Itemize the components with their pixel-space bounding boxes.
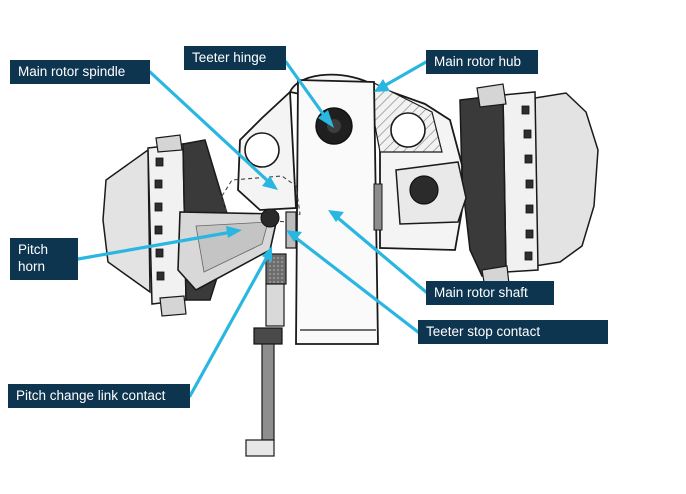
pitch-change-link xyxy=(245,253,287,457)
leader-lines xyxy=(76,60,428,398)
leader-teeter-hinge xyxy=(284,60,328,120)
arrow-main-rotor-spindle xyxy=(262,176,278,190)
label-teeter-stop-contact: Teeter stop contact xyxy=(418,320,608,344)
label-main-rotor-shaft: Main rotor shaft xyxy=(426,281,554,305)
leader-pitch-change-link-contact xyxy=(188,253,270,398)
leader-pitch-horn xyxy=(76,230,234,261)
arrow-teeter-stop-contact xyxy=(286,230,302,242)
arrow-pitch-change-link-contact xyxy=(262,246,272,262)
label-teeter-hinge: Teeter hinge xyxy=(184,46,286,70)
arrow-teeter-hinge xyxy=(318,110,334,128)
leader-arrowheads xyxy=(226,79,390,262)
right-blade-assembly xyxy=(459,83,599,289)
label-pitch-horn: Pitch horn xyxy=(10,238,78,280)
leader-main-rotor-shaft xyxy=(336,216,428,294)
label-main-rotor-hub: Main rotor hub xyxy=(426,50,538,74)
right-grip-bolts xyxy=(521,105,534,261)
leader-teeter-stop-contact xyxy=(294,236,420,334)
arrow-main-rotor-shaft xyxy=(328,210,344,222)
leader-main-rotor-hub xyxy=(382,60,428,88)
arrow-main-rotor-hub xyxy=(374,79,390,92)
spindle-hidden-outline xyxy=(221,175,301,223)
left-grip-bolts xyxy=(154,157,165,281)
arrow-pitch-horn xyxy=(226,226,242,238)
label-main-rotor-spindle: Main rotor spindle xyxy=(10,60,150,84)
leader-main-rotor-spindle xyxy=(148,70,272,185)
label-pitch-change-link-contact: Pitch change link contact xyxy=(8,384,190,408)
